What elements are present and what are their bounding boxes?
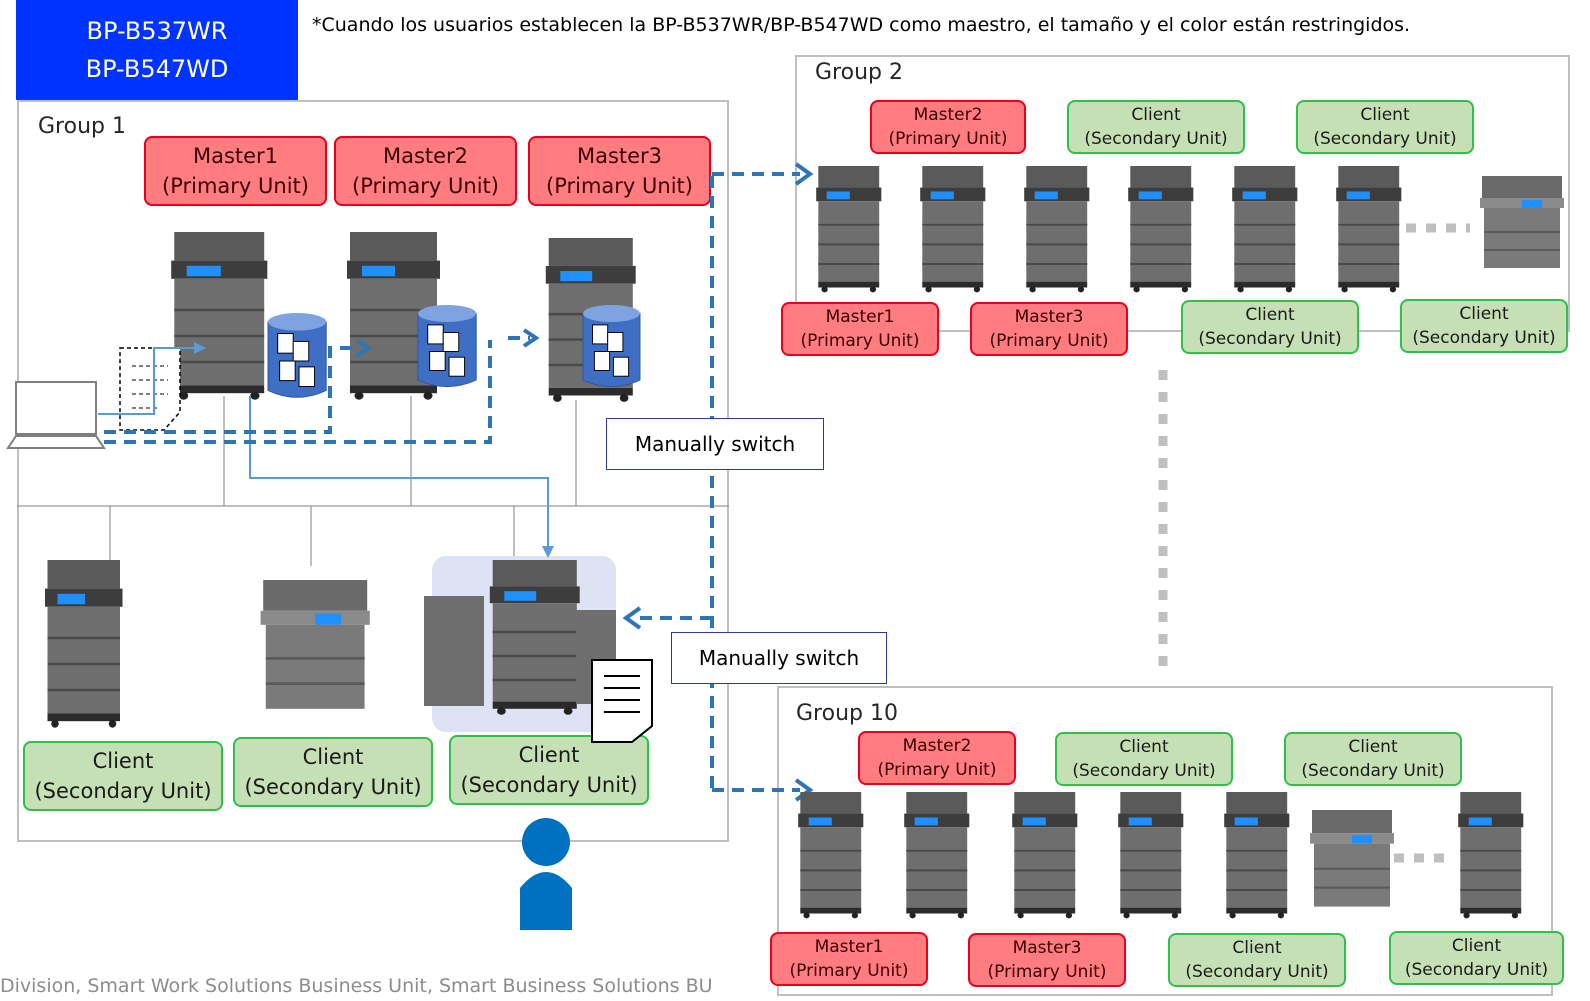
- group1-box: [17, 100, 729, 842]
- tag-line1: Client: [92, 749, 154, 773]
- group1-title: Group 1: [38, 114, 126, 139]
- network-lines: [17, 396, 729, 566]
- group2-client-tag-bottom2: Client (Secondary Unit): [1400, 299, 1568, 353]
- group1-client1-printer: [43, 558, 124, 730]
- group1-master1-printer: [169, 230, 269, 402]
- tag-line2: (Secondary Unit): [1412, 328, 1556, 348]
- group1-client2-tag: Client (Secondary Unit): [233, 737, 433, 807]
- group2-master1-tag: Master1 (Primary Unit): [781, 302, 939, 356]
- group1-client1-tag: Client (Secondary Unit): [23, 741, 223, 811]
- group10-client-tag-bottom2: Client (Secondary Unit): [1389, 931, 1564, 985]
- group10-master2-tag: Master2 (Primary Unit): [858, 731, 1016, 785]
- group10-master1-tag: Master1 (Primary Unit): [770, 932, 928, 986]
- sync-dashed-paths: [104, 172, 800, 792]
- tag-line2: (Secondary Unit): [244, 775, 422, 799]
- tag-line2: (Secondary Unit): [460, 773, 638, 797]
- group1-master2-tag: Master2 (Primary Unit): [334, 136, 517, 206]
- tag-line1: Client: [302, 745, 364, 769]
- tag-line1: Client: [518, 743, 580, 767]
- print-arrow-head-2: [542, 546, 554, 558]
- job-document-icon: [119, 347, 181, 431]
- tag-line2: (Secondary Unit): [1313, 129, 1457, 149]
- model-name-2: BP-B547WD: [85, 55, 229, 83]
- tag-line2: (Secondary Unit): [1198, 329, 1342, 349]
- group1-master3-tag: Master3 (Primary Unit): [528, 136, 711, 206]
- group2-client-tag-top1: Client (Secondary Unit): [1067, 100, 1245, 154]
- tag-line2: (Secondary Unit): [34, 779, 212, 803]
- tag-line1: Client: [1119, 737, 1169, 757]
- group2-client-tag-top2: Client (Secondary Unit): [1296, 100, 1474, 154]
- tag-line2: (Primary Unit): [800, 331, 920, 351]
- tag-line1: Master2: [913, 105, 983, 125]
- tag-line1: Master1: [192, 144, 279, 168]
- group1-client3-tag: Client (Secondary Unit): [449, 735, 649, 805]
- tag-line1: Client: [1360, 105, 1410, 125]
- group1-master1-tag: Master1 (Primary Unit): [144, 136, 327, 206]
- print-path: [98, 347, 549, 552]
- print-arrow-head-1: [194, 342, 206, 354]
- user-person-icon: [520, 818, 572, 930]
- tag-line2: (Secondary Unit): [1404, 960, 1549, 980]
- group1-client2-printer: [259, 578, 372, 711]
- model-name-1: BP-B537WR: [86, 17, 228, 45]
- printed-document-icon: [591, 659, 653, 743]
- group10-client-tag-top1: Client (Secondary Unit): [1055, 732, 1233, 786]
- tag-line1: Master2: [902, 736, 972, 756]
- tag-line1: Client: [1451, 936, 1502, 956]
- tag-line2: (Secondary Unit): [1185, 962, 1329, 982]
- tag-line2: (Primary Unit): [987, 962, 1107, 982]
- group10-client-tag-top2: Client (Secondary Unit): [1284, 732, 1462, 786]
- tag-line2: (Secondary Unit): [1301, 761, 1445, 781]
- tag-line1: Master2: [382, 144, 469, 168]
- group2-master2-tag: Master2 (Primary Unit): [870, 100, 1026, 154]
- tag-line1: Client: [1245, 305, 1295, 325]
- tag-line2: (Secondary Unit): [1072, 761, 1216, 781]
- tag-line2: (Primary Unit): [352, 174, 499, 198]
- tag-line1: Master3: [576, 144, 663, 168]
- restriction-note: *Cuando los usuarios establecen la BP-B5…: [312, 14, 1411, 36]
- database-icon-3: [582, 304, 641, 388]
- group2-client-tag-bottom1: Client (Secondary Unit): [1181, 300, 1359, 354]
- group10-master3-tag: Master3 (Primary Unit): [968, 933, 1126, 987]
- tag-line1: Master3: [1012, 938, 1082, 958]
- tag-line2: (Primary Unit): [546, 174, 693, 198]
- group10-box: [777, 686, 1553, 996]
- tag-line1: Master1: [825, 307, 895, 327]
- manual-switch-label-1: Manually switch: [606, 418, 824, 470]
- tag-line1: Client: [1459, 304, 1509, 324]
- database-icon-2: [417, 304, 477, 388]
- group10-title: Group 10: [796, 701, 898, 726]
- tag-line2: (Primary Unit): [888, 129, 1008, 149]
- tag-line2: (Primary Unit): [989, 331, 1109, 351]
- group2-title: Group 2: [815, 60, 903, 85]
- footer-text: Division, Smart Work Solutions Business …: [0, 975, 713, 997]
- tag-line1: Client: [1348, 737, 1398, 757]
- tag-line2: (Primary Unit): [877, 760, 997, 780]
- tag-line2: (Primary Unit): [789, 961, 909, 981]
- group10-client-tag-bottom1: Client (Secondary Unit): [1168, 933, 1346, 987]
- tag-line1: Master3: [1014, 307, 1084, 327]
- database-icon-1: [267, 312, 327, 398]
- model-name-box: BP-B537WR BP-B547WD: [16, 0, 298, 100]
- tag-line1: Master1: [814, 937, 884, 957]
- tag-line1: Client: [1232, 938, 1282, 958]
- tag-line1: Client: [1131, 105, 1181, 125]
- laptop-icon: [6, 381, 106, 449]
- group1-client3-printer: [488, 558, 582, 717]
- tag-line2: (Primary Unit): [162, 174, 309, 198]
- finisher-left: [424, 596, 484, 706]
- manual-switch-label-2: Manually switch: [671, 632, 887, 684]
- group2-master3-tag: Master3 (Primary Unit): [970, 302, 1128, 356]
- tag-line2: (Secondary Unit): [1084, 129, 1228, 149]
